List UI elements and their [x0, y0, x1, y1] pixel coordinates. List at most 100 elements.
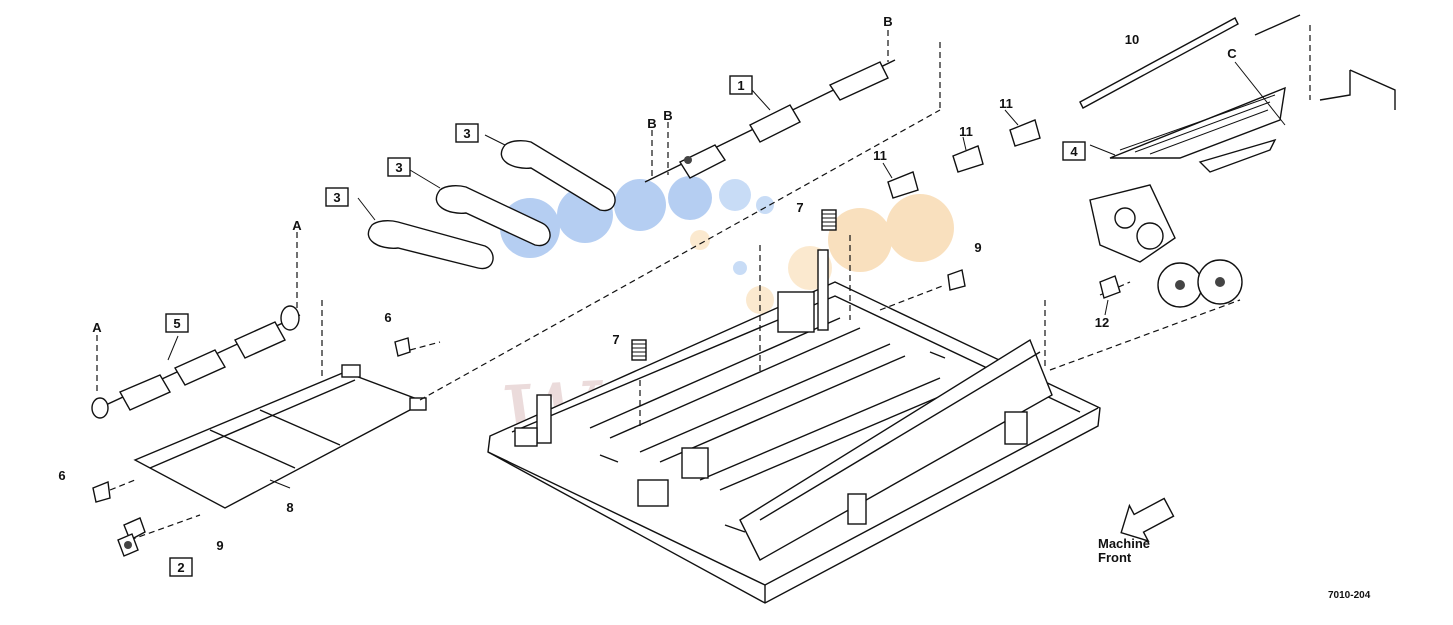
ref-label-A: A: [92, 320, 102, 335]
label-5: 5: [173, 316, 180, 331]
shaft-pin: [684, 156, 692, 164]
shaft-end: [280, 305, 300, 331]
slot: [929, 351, 946, 359]
shaft-roller: [749, 104, 801, 143]
rail: [659, 355, 906, 463]
guide-fold: [209, 429, 296, 469]
ref-label-B: B: [647, 116, 656, 131]
part-1-shaft: [644, 59, 896, 183]
label-box-3: [455, 123, 479, 143]
bushing: [952, 145, 984, 173]
watermark-dot: [828, 208, 892, 272]
gear-12: [1099, 275, 1121, 299]
watermark-dot: [719, 179, 751, 211]
assembly-line: [109, 479, 136, 491]
rail: [609, 327, 861, 439]
clip-6: [92, 481, 111, 503]
rod: [1079, 17, 1239, 109]
part-7-springs: [631, 209, 837, 361]
label-box-3: [387, 157, 411, 177]
ref-label-A: A: [292, 218, 302, 233]
guide-plate: [133, 371, 427, 509]
label-8: 8: [286, 500, 293, 515]
belt: [435, 185, 551, 247]
front-wall: [739, 338, 1053, 561]
label-6: 6: [384, 310, 391, 325]
leader-C: [1234, 61, 1286, 126]
part-3-belts: [357, 134, 616, 270]
figure-id: 7010-204: [1328, 590, 1371, 601]
leader-8: [269, 479, 291, 489]
slot: [599, 454, 619, 463]
watermark-dot: [756, 196, 774, 214]
shaft-end: [91, 397, 109, 419]
assembly-line: [1049, 299, 1241, 371]
assembly-line: [129, 514, 201, 541]
spring-coils: [632, 343, 646, 357]
machine-front-arrow: [1120, 497, 1175, 543]
label-3: 3: [395, 160, 402, 175]
gear-hub: [1215, 277, 1225, 287]
label-3: 3: [463, 126, 470, 141]
label-12: 12: [1095, 315, 1109, 330]
machine-front-line1: Machine: [1098, 536, 1150, 551]
post: [536, 394, 552, 444]
part-10-rod: [1079, 17, 1239, 109]
leader-3: [409, 169, 441, 189]
rail: [639, 343, 891, 453]
bracket: [681, 447, 709, 479]
rail: [699, 377, 941, 481]
spring: [631, 339, 647, 361]
machine-front-line2: Front: [1098, 550, 1132, 565]
assembly-line: [879, 284, 946, 311]
watermark: [500, 176, 954, 314]
bracket: [777, 291, 815, 333]
clip-6: [394, 337, 411, 357]
label-9: 9: [216, 538, 223, 553]
leader-1: [751, 89, 771, 111]
label-2: 2: [177, 560, 184, 575]
leader-11: [1004, 109, 1019, 126]
label-box-5: [165, 313, 189, 333]
ref-label-B: B: [883, 14, 892, 29]
gear: [1114, 207, 1136, 229]
guide-tab: [409, 397, 427, 411]
rail: [719, 387, 961, 491]
watermark-dot: [614, 179, 666, 231]
ref-label-B: B: [663, 108, 672, 123]
assembly-line: [409, 341, 441, 351]
bearing-9: [947, 269, 966, 291]
post: [817, 249, 829, 331]
label-box-4: [1062, 141, 1086, 161]
roller-segment: [119, 374, 171, 411]
slot: [724, 524, 746, 533]
part-5-roller: [91, 305, 301, 419]
roller-segment: [234, 321, 286, 359]
roller-segment: [174, 349, 226, 386]
watermark-dot: [886, 194, 954, 262]
hardware-small: [92, 269, 1121, 557]
tab: [1004, 411, 1028, 445]
label-11: 11: [999, 96, 1013, 111]
guide-line: [149, 379, 356, 469]
part-11-bushings: [882, 109, 1041, 199]
label-box-1: [729, 75, 753, 95]
label-9: 9: [974, 240, 981, 255]
bushing: [887, 171, 919, 199]
watermark-dot: [690, 230, 710, 250]
label-7: 7: [796, 200, 803, 215]
bracket: [637, 479, 669, 507]
label-11: 11: [873, 148, 887, 163]
machine-base: [487, 249, 1101, 604]
blade-hatch: [1119, 94, 1276, 155]
leader-12: [1104, 299, 1109, 316]
spring: [821, 209, 837, 231]
gear-2-hub: [124, 541, 132, 549]
frame-corner: [1319, 69, 1396, 110]
label-4: 4: [1070, 144, 1078, 159]
label-10: 10: [1125, 32, 1139, 47]
watermark-dot: [668, 176, 712, 220]
leader-4: [1089, 144, 1116, 156]
